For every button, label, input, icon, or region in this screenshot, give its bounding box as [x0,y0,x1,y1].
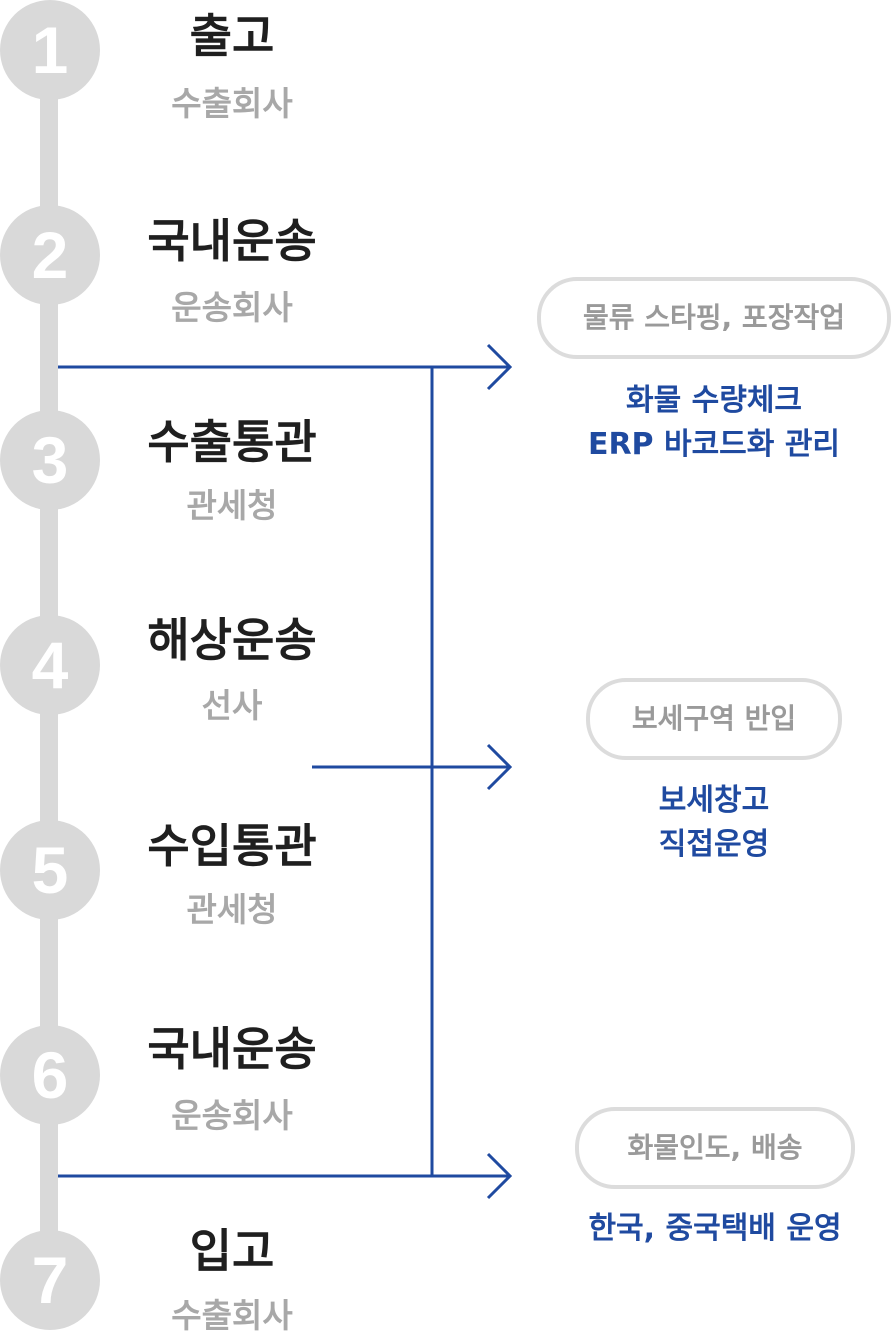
service-1-tag: 물류 스타핑, 포장작업 [537,277,891,359]
step-5-subtitle: 관세청 [186,890,278,929]
step-2-title: 국내운송 [147,214,317,268]
step-5-title: 수입통관 [147,819,317,873]
step-4-title: 해상운송 [147,613,317,667]
step-7-title: 입고 [189,1224,275,1278]
service-1-description-line-2: ERP 바코드화 관리 [587,427,841,462]
service-3-tag: 화물인도, 배송 [575,1107,855,1189]
arrow-head-service-1 [486,343,513,391]
step-3-number-badge: 3 [0,410,100,510]
step-6-title: 국내운송 [147,1022,317,1076]
service-1-description-line-1: 화물 수량체크 [625,383,803,418]
step-3-subtitle: 관세청 [186,486,278,525]
step-7-subtitle: 수출회사 [171,1296,293,1335]
step-1-title: 출고 [189,9,275,63]
step-3-title: 수출통관 [147,415,317,469]
step-5-number-badge: 5 [0,820,100,920]
step-6-number-badge: 6 [0,1025,100,1125]
step-1-number-badge: 1 [0,0,100,100]
arrow-head-service-2 [486,743,513,791]
step-4-number-badge: 4 [0,615,100,715]
step-2-subtitle: 운송회사 [171,288,293,327]
step-7-number-badge: 7 [0,1230,100,1330]
step-4-subtitle: 선사 [201,686,263,725]
service-2-description-line-1: 보세창고 [658,783,770,818]
service-3-description-line-1: 한국, 중국택배 운영 [588,1211,842,1246]
step-1-subtitle: 수출회사 [171,84,293,123]
step-6-subtitle: 운송회사 [171,1096,293,1135]
service-2-description-line-2: 직접운영 [658,827,770,862]
step-2-number-badge: 2 [0,205,100,305]
arrow-head-service-3 [486,1152,513,1200]
service-2-tag: 보세구역 반입 [586,678,842,760]
